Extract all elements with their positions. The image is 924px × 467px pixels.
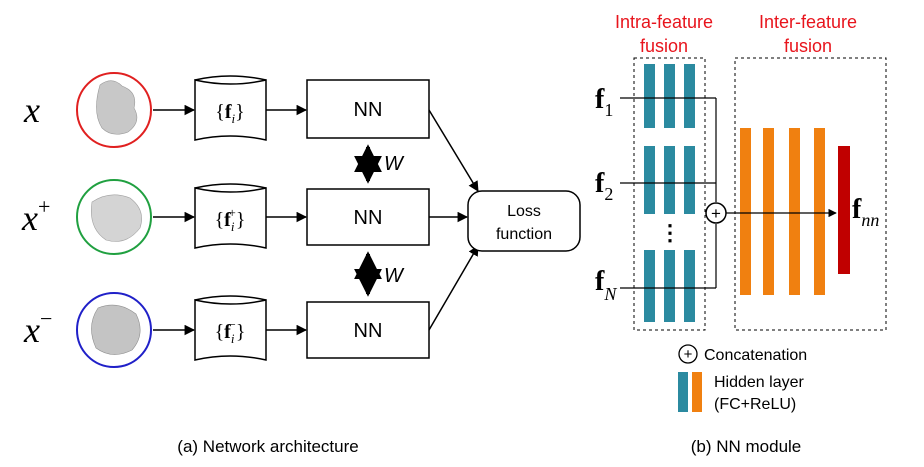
- input-f1: f1: [595, 84, 613, 120]
- shared-weight-2: W: [354, 251, 405, 297]
- legend-teal-bar: [678, 372, 688, 412]
- input-fN: fN: [595, 266, 617, 304]
- positive-feature-cylinder: {fi+}: [194, 183, 267, 249]
- negative-point-cloud: [91, 304, 141, 355]
- legend-concatenation: Concatenation: [704, 347, 807, 364]
- vertical-ellipsis: ⋮: [659, 220, 681, 245]
- negative-feature-set-label: {fi−}: [215, 317, 246, 346]
- positive-row: x+ {fi+} NN: [21, 179, 469, 255]
- nn-module: Intra-feature fusion Inter-feature fusio…: [595, 12, 887, 456]
- network-architecture: x {fi} NN W x+: [21, 72, 581, 456]
- anchor-variable: x: [23, 90, 40, 130]
- weight-label: W: [384, 153, 405, 175]
- anchor-nn-box: [306, 79, 430, 139]
- teal-layers-group-1: [644, 64, 695, 128]
- output-fnn: fnn: [852, 194, 879, 230]
- intra-title-line2: fusion: [640, 36, 688, 56]
- concatenation-node: +: [705, 202, 727, 224]
- loss-function-box: Loss function: [467, 190, 581, 252]
- legend: + Concatenation Hidden layer (FC+ReLU): [678, 344, 807, 413]
- input-f2: f2: [595, 168, 613, 204]
- negative-nn-box: [306, 301, 430, 359]
- legend-hidden-line2: (FC+ReLU): [714, 396, 796, 413]
- svg-text:+: +: [711, 204, 721, 223]
- orange-layers: [740, 128, 825, 295]
- inter-fusion-box: [734, 57, 887, 331]
- anchor-feature-cylinder: {fi}: [194, 75, 267, 141]
- positive-variable: x+: [21, 194, 50, 238]
- negative-variable: x−: [23, 306, 52, 350]
- legend-hidden-line1: Hidden layer: [714, 374, 805, 391]
- negative-row: x− {fi−} NN: [23, 245, 479, 368]
- legend-orange-bar: [692, 372, 702, 412]
- intra-title-line1: Intra-feature: [615, 12, 713, 32]
- weight-label: W: [384, 265, 405, 287]
- anchor-row: x {fi} NN: [23, 72, 479, 192]
- concat-legend-icon: [678, 344, 698, 364]
- positive-nn-label: NN: [354, 207, 383, 229]
- positive-feature-set-label: {fi+}: [215, 205, 246, 234]
- loss-label-line1: Loss: [507, 203, 541, 220]
- negative-nn-label: NN: [354, 320, 383, 342]
- output-layer: [838, 146, 850, 274]
- caption-a: (a) Network architecture: [177, 437, 358, 456]
- anchor-feature-set-label: {fi}: [215, 101, 245, 126]
- teal-layers-group-3: [644, 250, 695, 322]
- inter-title-line1: Inter-feature: [759, 12, 857, 32]
- loss-label-line2: function: [496, 226, 552, 243]
- anchor-point-cloud: [96, 80, 138, 135]
- caption-b: (b) NN module: [691, 437, 802, 456]
- shared-weight-1: W: [354, 144, 405, 184]
- intra-fusion-box: [633, 57, 706, 331]
- positive-point-cloud: [91, 194, 142, 242]
- positive-nn-box: [306, 188, 430, 246]
- inter-title-line2: fusion: [784, 36, 832, 56]
- teal-layers-group-2: [644, 146, 695, 214]
- anchor-nn-label: NN: [354, 99, 383, 121]
- svg-text:+: +: [684, 346, 693, 363]
- negative-feature-cylinder: {fi−}: [194, 295, 267, 361]
